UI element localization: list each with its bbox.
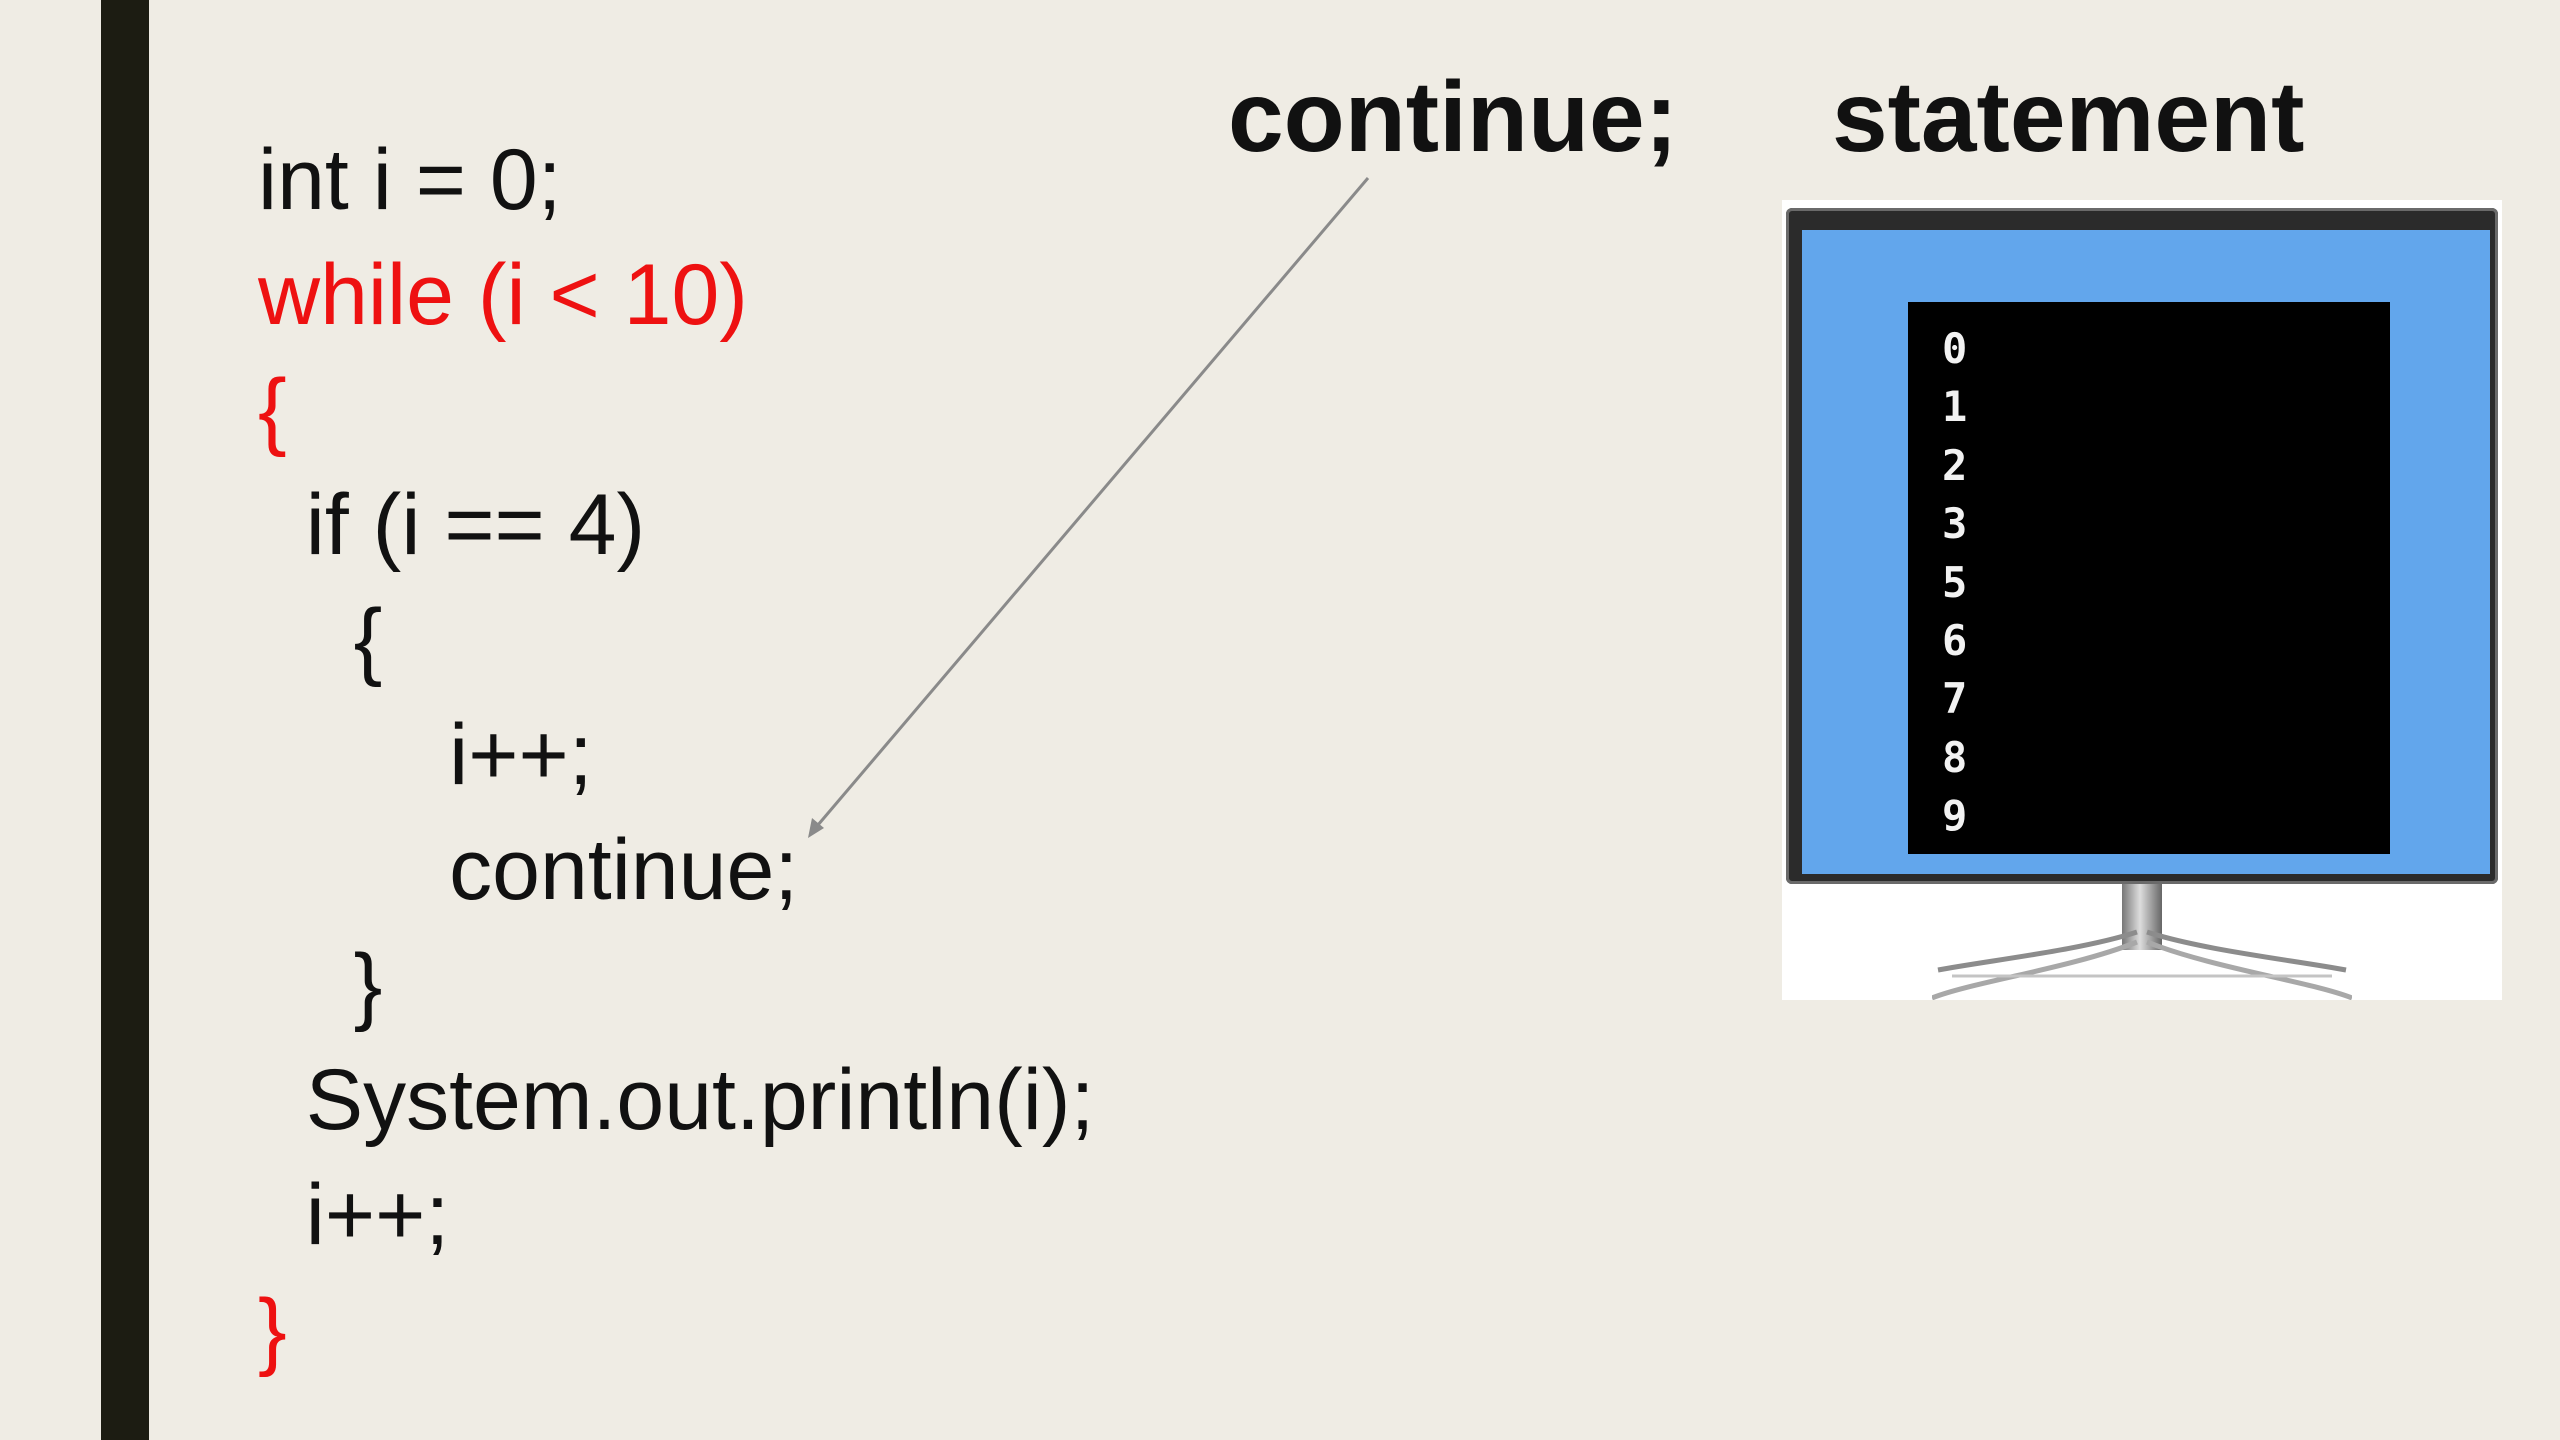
heading-word: statement	[1832, 61, 2305, 173]
output-line: 7	[1942, 674, 1968, 724]
output-line: 9	[1942, 791, 1968, 841]
output-line: 6	[1942, 615, 1968, 665]
output-line: 1	[1942, 382, 1968, 432]
output-line: 5	[1942, 557, 1968, 607]
monitor-screen: 0 1 2 3 5 6 7 8 9	[1802, 230, 2490, 874]
output-list: 0 1 2 3 5 6 7 8 9	[1908, 302, 2390, 846]
output-line: 0	[1942, 324, 1968, 373]
code-line-9: System.out.println(i);	[258, 1052, 1095, 1148]
code-line-3: {	[258, 362, 287, 458]
code-line-4: if (i == 4)	[258, 477, 646, 573]
output-line: 2	[1942, 440, 1968, 490]
code-line-8: }	[258, 937, 383, 1033]
code-line-11: }	[258, 1282, 287, 1378]
code-line-6: i++;	[258, 707, 593, 803]
output-line: 3	[1942, 499, 1968, 549]
slide-side-bar	[101, 0, 149, 1440]
monitor-frame: 0 1 2 3 5 6 7 8 9	[1786, 208, 2498, 884]
code-line-1: int i = 0;	[258, 132, 562, 228]
code-line-2: while (i < 10)	[258, 247, 748, 343]
heading-keyword: continue;	[1228, 61, 1678, 173]
console-output: 0 1 2 3 5 6 7 8 9	[1908, 302, 2390, 854]
code-line-5: {	[258, 592, 383, 688]
monitor-icon: 0 1 2 3 5 6 7 8 9	[1782, 200, 2502, 1000]
monitor-stand	[1932, 929, 2352, 1000]
monitor-neck	[2122, 884, 2162, 950]
output-line: 8	[1942, 732, 1968, 782]
code-line-10: i++;	[258, 1167, 450, 1263]
code-line-7: continue;	[258, 822, 799, 918]
